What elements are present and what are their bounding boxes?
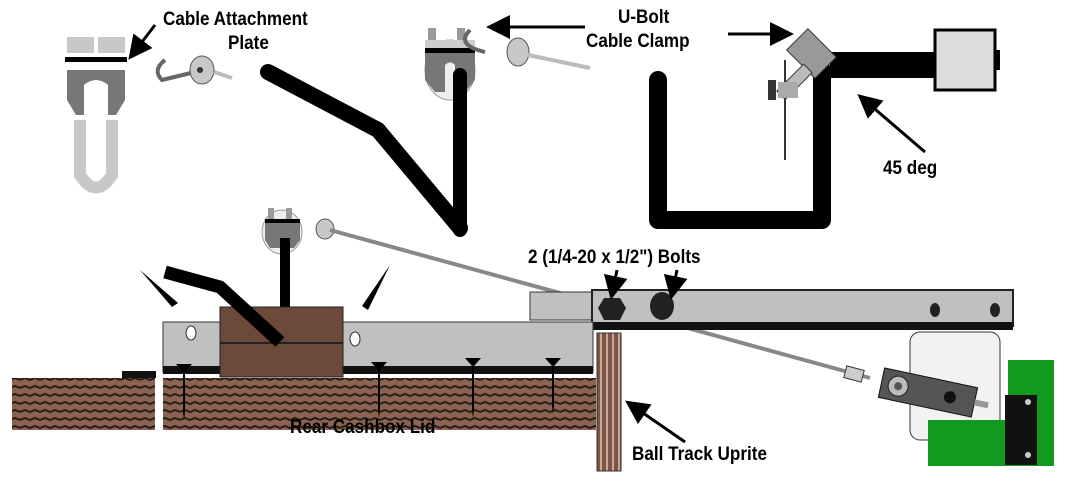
ubolt-cable-clamp <box>424 28 591 237</box>
wood-block <box>219 306 344 378</box>
hook-washer <box>155 55 233 85</box>
bent-rod <box>260 64 468 236</box>
spike-right <box>362 265 390 310</box>
spike-left <box>140 270 178 307</box>
arrow-bolt-2 <box>663 269 688 300</box>
screws <box>176 358 561 420</box>
lower-clamp <box>261 208 335 308</box>
arrow-uprite <box>625 400 686 444</box>
arrow-attachment-plate <box>128 24 157 60</box>
label-cable-attachment: Cable Attachment <box>163 9 308 30</box>
lever-rod <box>163 265 285 347</box>
label-45-deg: 45 deg <box>883 158 938 179</box>
label-ball-track-uprite: Ball Track Uprite <box>632 444 767 465</box>
u-rod-assembly <box>649 28 1000 229</box>
arrow-45deg <box>857 94 926 154</box>
bolt-2 <box>650 292 674 320</box>
switch-assembly <box>843 331 1054 466</box>
label-cable-clamp: Cable Clamp <box>586 31 690 52</box>
label-plate: Plate <box>228 33 269 54</box>
cable-attachment-plate <box>65 37 127 194</box>
label-rear-cashbox-lid: Rear Cashbox Lid <box>290 417 436 438</box>
lid-wood-left <box>12 378 155 430</box>
bracket-rail <box>529 289 1014 330</box>
label-ubolt: U-Bolt <box>618 7 670 28</box>
arrow-bolt-1 <box>603 269 628 300</box>
ball-track-uprite <box>596 332 622 472</box>
label-bolts: 2 (1/4-20 x 1/2") Bolts <box>528 247 701 268</box>
bolt-1 <box>598 298 626 320</box>
